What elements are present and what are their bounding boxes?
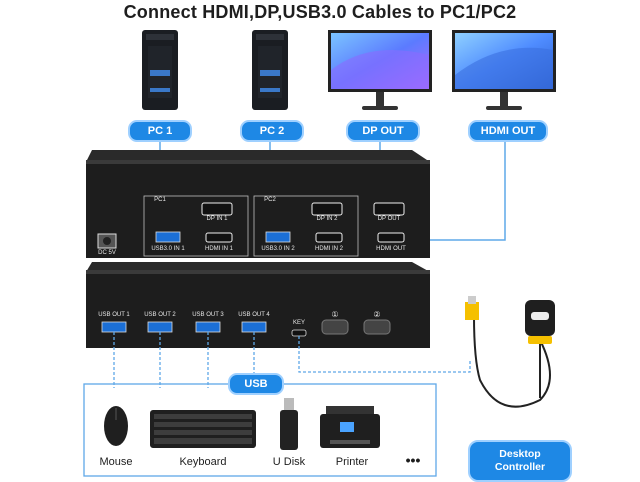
pc2-tower-icon bbox=[252, 30, 288, 110]
usb-label: USB bbox=[228, 373, 284, 395]
dp-monitor-icon bbox=[328, 30, 432, 110]
udisk-caption: U Disk bbox=[272, 456, 306, 468]
usb-out-3-label: USB OUT 3 bbox=[192, 312, 224, 318]
udisk-icon bbox=[280, 398, 298, 450]
pc1-label: PC 1 bbox=[128, 120, 192, 142]
mouse-caption: Mouse bbox=[99, 456, 133, 468]
mouse-icon bbox=[104, 406, 128, 446]
keyboard-icon bbox=[150, 410, 256, 448]
hdmi-out-label: HDMI OUT bbox=[468, 120, 548, 142]
usb-out-2-label: USB OUT 2 bbox=[144, 312, 176, 318]
hdmi-in-1-label: HDMI IN 1 bbox=[204, 246, 233, 252]
hdmi-in-2-label: HDMI IN 2 bbox=[314, 246, 343, 252]
dc-5v-label: DC 5V bbox=[98, 250, 116, 256]
page-title: Connect HDMI,DP,USB3.0 Cables to PC1/PC2 bbox=[123, 2, 517, 22]
dp-out-port-label: DP OUT bbox=[377, 216, 401, 222]
desktop-controller-label: Desktop Controller bbox=[468, 440, 572, 482]
hdmi-out-port-label: HDMI OUT bbox=[376, 246, 406, 252]
usb-out-1-label: USB OUT 1 bbox=[98, 312, 130, 318]
pc2-box-label: PC2 bbox=[264, 197, 276, 203]
usb-out-4-label: USB OUT 4 bbox=[238, 312, 270, 318]
key-label: KEY bbox=[292, 320, 305, 326]
dp-out-label: DP OUT bbox=[346, 120, 420, 142]
switch-button-1-label: ① bbox=[331, 310, 339, 319]
more-devices-caption: ••• bbox=[405, 452, 421, 468]
usb-in-2-label: USB3.0 IN 2 bbox=[261, 246, 295, 252]
desktop-controller-device bbox=[465, 296, 555, 408]
pc2-label: PC 2 bbox=[240, 120, 304, 142]
dp-in-2-label: DP IN 2 bbox=[316, 216, 338, 222]
desktop-controller-line2: Controller bbox=[494, 461, 546, 473]
desktop-controller-line1: Desktop bbox=[499, 448, 541, 460]
hdmi-monitor-icon bbox=[452, 30, 556, 110]
usb-in-1-label: USB3.0 IN 1 bbox=[151, 246, 185, 252]
printer-caption: Printer bbox=[335, 456, 369, 468]
pc1-box-label: PC1 bbox=[154, 197, 166, 203]
kvm-back-panel bbox=[86, 262, 430, 348]
printer-icon bbox=[320, 406, 380, 448]
keyboard-caption: Keyboard bbox=[179, 456, 227, 468]
dp-in-1-label: DP IN 1 bbox=[206, 216, 228, 222]
switch-button-2-label: ② bbox=[373, 310, 381, 319]
kvm-front-panel bbox=[86, 150, 430, 258]
pc1-tower-icon bbox=[142, 30, 178, 110]
